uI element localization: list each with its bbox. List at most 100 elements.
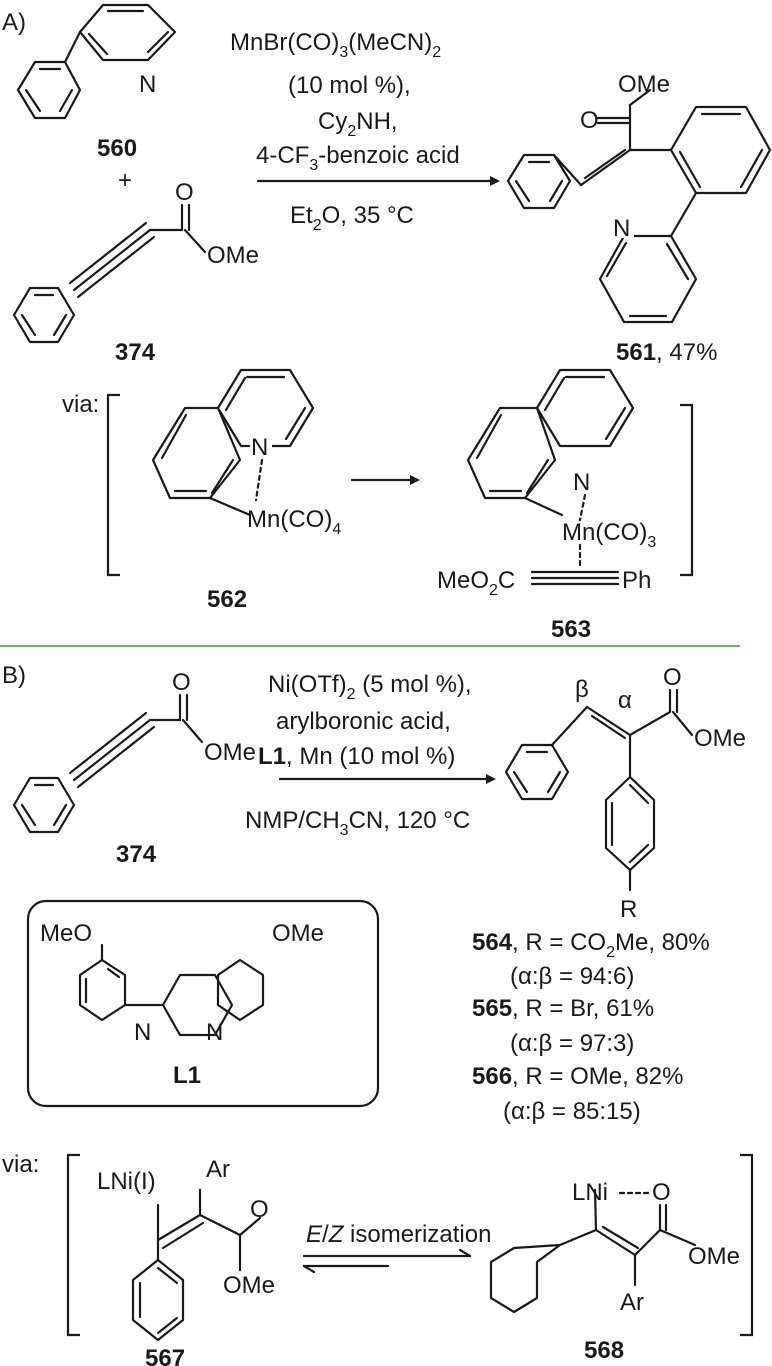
r-substituent: R [620,896,637,923]
panel-b-label: B) [2,662,26,689]
product-564-num: 564 [472,929,513,956]
cond-b-boronic: arylboronic acid, [276,708,451,735]
mn-co3-563: Mn(CO) [562,519,647,546]
compound-374-b-structure [12,693,204,834]
pyridine-n-560: N [139,71,156,98]
ar-567: Ar [206,1156,230,1183]
pyridine-n-l1-left: N [134,1019,151,1046]
compound-567-label: 567 [145,1345,185,1366]
compound-560-label: 560 [97,135,137,162]
cond-b-solvent: NMP/CH [245,807,340,834]
ome-561: OMe [618,71,670,98]
product-list: 564, R = CO2Me, 80% (α:β = 94:6) 565, R … [472,929,710,1125]
ome-l1: OMe [272,920,324,947]
svg-text:Ni(OTf)2 (5 mol %),: Ni(OTf)2 (5 mol %), [268,671,472,703]
isomerization-label: E/Z isomerization [306,1221,491,1248]
ar-568: Ar [620,1289,644,1316]
compound-561-label: 561 [616,339,656,366]
svg-text:566, R = OMe, 82%: 566, R = OMe, 82% [472,1063,683,1090]
compound-560-structure [16,3,177,120]
product-b-structure [504,688,694,892]
ome-374b: OMe [204,739,256,766]
svg-text:Mn(CO)3: Mn(CO)3 [562,519,656,551]
svg-text:564, R = CO2Me, 80%: 564, R = CO2Me, 80% [472,929,710,961]
bracket-right-b [740,1153,754,1337]
ome-568: OMe [688,1243,740,1270]
meo2c-563: MeO [437,567,489,594]
svg-text:NMP/CH3CN, 120 °C: NMP/CH3CN, 120 °C [245,807,470,839]
ligand-l1-structure [78,943,265,1037]
svg-text:MeO2C: MeO2C [437,567,515,599]
reaction-arrowhead-a [490,176,500,186]
meo-l1: MeO [40,920,92,947]
product-564-ratio: (α:β = 94:6) [510,963,634,990]
carbonyl-o-374b: O [172,669,191,696]
compound-563-structure [466,368,635,586]
ligand-l1-label: L1 [173,1062,201,1089]
compound-561-yield: , 47% [656,339,717,366]
product-565-num: 565 [472,995,512,1022]
cond-a-mnbr: MnBr(CO) [230,29,339,56]
lni-568: LNi [572,1179,608,1206]
svg-text:L1, Mn (10 mol %): L1, Mn (10 mol %) [258,743,455,770]
via-label-b: via: [2,1151,39,1178]
compound-374-a-label: 374 [115,339,156,366]
arrowhead-562-563 [410,475,420,485]
carbonyl-o-product-b: O [663,664,682,691]
beta-label: β [575,676,589,703]
conditions-b: Ni(OTf)2 (5 mol %), arylboronic acid, L1… [245,671,472,839]
compound-562-structure [151,368,315,517]
compound-563-label: 563 [551,616,591,643]
bracket-left-a [106,393,120,577]
svg-text:4-CF3-benzoic acid: 4-CF3-benzoic acid [256,142,460,174]
cond-a-loading: (10 mol %), [288,72,411,99]
plus-sign: + [118,167,132,194]
compound-374-b-label: 374 [116,841,157,868]
compound-567-structure [131,1188,262,1342]
bracket-right-a [680,403,694,577]
ome-374a: OMe [207,242,259,269]
ph-563: Ph [622,567,651,594]
compound-374-a-structure [12,203,207,344]
svg-text:561, 47%: 561, 47% [616,339,717,366]
ome-567: OMe [223,1272,275,1299]
lni-i-567: LNi(I) [97,1168,156,1195]
equilibrium-arrowhead-forward [458,1248,472,1258]
svg-text:Cy2NH,: Cy2NH, [318,108,398,140]
svg-text:Mn(CO)4: Mn(CO)4 [247,506,341,538]
svg-text:565, R = Br, 61%: 565, R = Br, 61% [472,995,654,1022]
ome-product-b: OMe [694,725,746,752]
equilibrium-arrowhead-back [302,1264,316,1274]
svg-text:MnBr(CO)3(MeCN)2: MnBr(CO)3(MeCN)2 [230,29,441,61]
pyridine-n-562: N [251,434,268,461]
reaction-arrowhead-b [486,774,496,784]
via-label-a: via: [62,391,99,418]
cond-a-acid: 4-CF [256,142,309,169]
svg-text:Et2O, 35 °C: Et2O, 35 °C [290,202,414,234]
cond-a-solvent: Et [290,202,313,229]
carbonyl-o-561: O [580,107,599,134]
cond-a-cy2nh: Cy [318,108,347,135]
conditions-a: MnBr(CO)3(MeCN)2 (10 mol %), Cy2NH, 4-CF… [230,29,460,234]
compound-561-structure [506,88,772,324]
product-566-num: 566 [472,1063,512,1090]
pyridine-n-563: N [573,469,590,496]
pyridine-n-l1-right: N [206,1019,223,1046]
compound-568-label: 568 [584,1337,624,1364]
carbonyl-o-567: O [250,1196,269,1223]
compound-562-label: 562 [207,586,247,613]
product-566-ratio: (α:β = 85:15) [503,1098,641,1125]
pyridine-n-561: N [613,215,630,242]
cond-b-l1: L1 [258,743,286,770]
panel-a-label: A) [2,9,26,36]
cond-b-ni: Ni(OTf) [268,671,347,698]
mn-co4-562: Mn(CO) [247,506,332,533]
compound-568-structure [489,1188,697,1314]
bracket-left-b [66,1153,80,1337]
ligand-l1-box [26,899,380,1108]
alpha-label: α [618,687,632,714]
carbonyl-o-374a: O [175,179,194,206]
carbonyl-o-568: O [652,1179,671,1206]
product-565-ratio: (α:β = 97:3) [510,1030,634,1057]
